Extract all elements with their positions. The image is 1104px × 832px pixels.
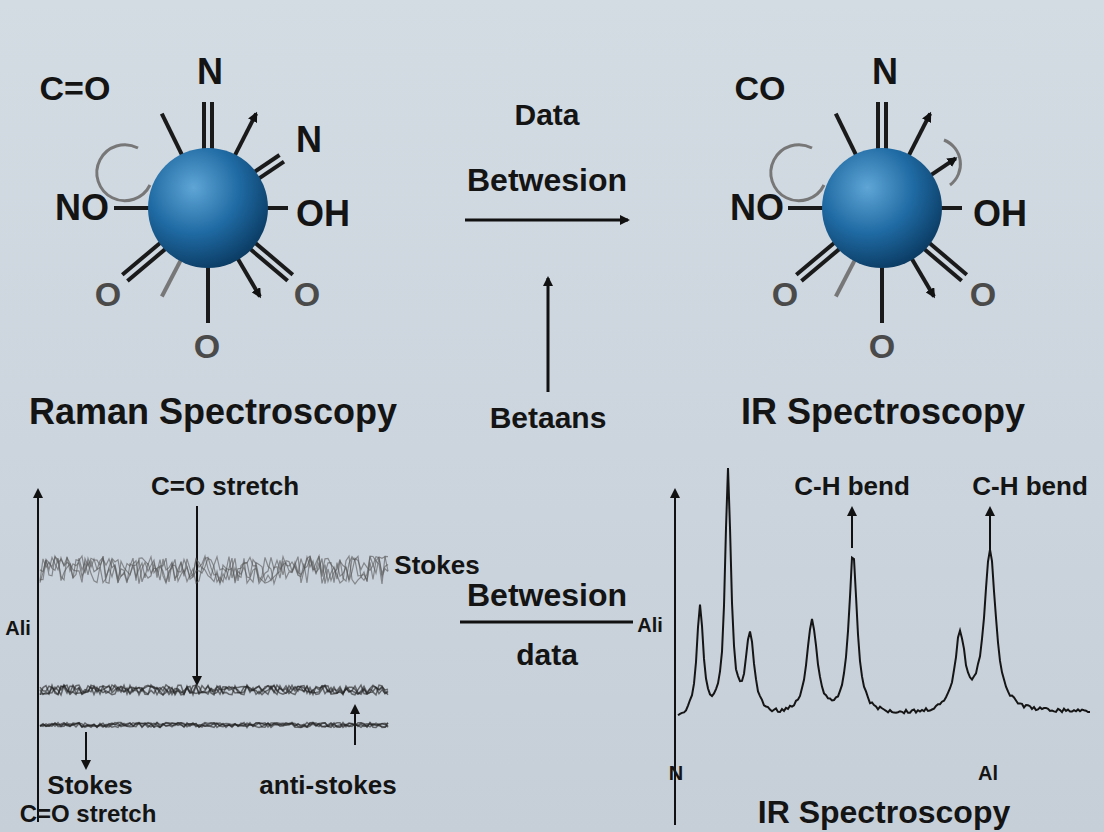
bond-line — [206, 266, 210, 323]
text-label: N — [296, 122, 322, 158]
text-label: anti-stokes — [259, 772, 396, 798]
text-label: O — [869, 329, 895, 363]
text-label: OH — [296, 196, 350, 232]
atom-sphere — [822, 148, 942, 268]
text-label: NO — [55, 190, 109, 226]
rotation-arrows — [97, 140, 961, 201]
pointer-arrows — [86, 506, 990, 768]
text-label: O — [95, 277, 121, 311]
bond-line — [880, 266, 884, 323]
text-label: NO — [730, 190, 784, 226]
text-label: O — [970, 277, 996, 311]
text-label: C-H bend — [794, 473, 910, 499]
text-label: IR Spectroscopy — [741, 394, 1025, 430]
bonds — [114, 102, 967, 323]
atom-sphere — [148, 148, 268, 268]
bond-line — [796, 242, 835, 275]
text-label: O — [294, 277, 320, 311]
text-label: Data — [514, 100, 579, 130]
bond-line — [237, 258, 260, 297]
bond-line — [876, 102, 880, 150]
bond-line — [114, 206, 150, 210]
text-label: IR Spectroscopy — [758, 796, 1011, 828]
text-label: OH — [973, 196, 1027, 232]
bond-line — [254, 155, 280, 172]
text-label: C-H bend — [972, 473, 1088, 499]
text-label: data — [516, 640, 578, 670]
bond-line — [162, 259, 181, 296]
bond-line — [788, 206, 824, 210]
text-label: Ali — [637, 615, 663, 635]
bond-line — [930, 158, 956, 175]
text-label: C=O stretch — [20, 802, 157, 826]
text-label: Raman Spectroscopy — [29, 394, 397, 430]
text-label: Stokes — [47, 772, 132, 798]
bond-line — [884, 102, 888, 150]
flow-arrows — [465, 220, 628, 392]
bond-line — [836, 114, 857, 156]
text-label: C=O stretch — [151, 473, 299, 499]
text-label: Betaans — [490, 403, 607, 433]
bond-line — [210, 102, 214, 150]
text-label: N — [872, 54, 898, 90]
text-label: Ali — [5, 618, 31, 638]
bond-line — [836, 259, 855, 296]
bond-line — [250, 249, 288, 281]
bond-line — [162, 114, 183, 156]
raman-noise — [40, 556, 388, 728]
text-label: N — [669, 763, 683, 783]
bond-line — [924, 249, 962, 281]
bond-line — [908, 114, 930, 157]
text-label: C=O — [40, 71, 111, 105]
axes — [38, 490, 675, 825]
bond-line — [234, 114, 256, 157]
bond-line — [202, 102, 206, 150]
bond-line — [258, 162, 284, 179]
text-label: N — [197, 54, 223, 90]
ir-spectrum — [678, 468, 1090, 715]
bond-line — [266, 206, 288, 210]
text-label: CO — [735, 71, 786, 105]
text-label: Stokes — [394, 552, 479, 578]
bond-line — [122, 242, 161, 275]
text-label: Al — [978, 763, 998, 783]
text-label: Betwesion — [467, 164, 627, 196]
text-label: O — [772, 277, 798, 311]
text-label: O — [194, 329, 220, 363]
bond-line — [911, 258, 934, 297]
bond-line — [940, 206, 962, 210]
text-label: Betwesion — [467, 579, 627, 611]
